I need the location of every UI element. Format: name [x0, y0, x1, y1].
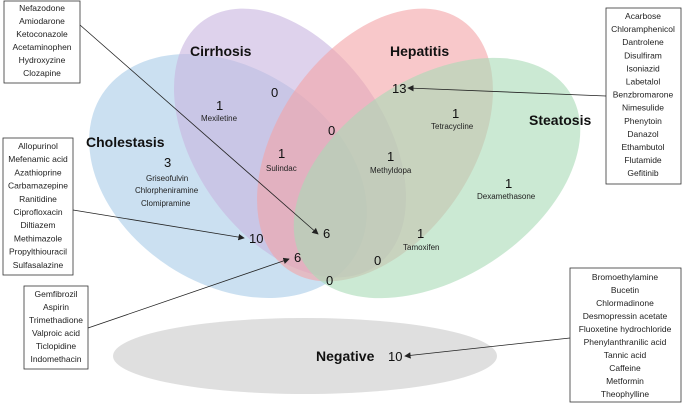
box-item-chol-hep-2: Azathioprine	[14, 167, 62, 177]
drug-cirr-chol-0: Mexiletine	[201, 114, 238, 123]
arrow-all-four	[79, 24, 319, 235]
box-item-chol-hep-9: Sulfasalazine	[13, 260, 64, 270]
negative-ellipse	[113, 318, 497, 394]
count-all-four: 6	[323, 226, 330, 241]
arrow-chol-hep	[72, 209, 245, 241]
count-cirr-ste: 0	[326, 273, 333, 288]
drug-cirr-hep-ste-0: Methyldopa	[370, 166, 412, 175]
box-item-hepatitis-only-3: Disulfiram	[624, 50, 662, 60]
box-hepatitis-only: AcarboseChloramphenicolDantroleneDisulfi…	[605, 7, 682, 185]
box-item-hepatitis-only-9: Danazol	[627, 129, 658, 139]
count-cirr-hep: 0	[328, 123, 335, 138]
set-label-steatosis: Steatosis	[529, 112, 591, 128]
box-item-all-four-2: Ketoconazole	[16, 29, 68, 39]
box-item-chol-hep-0: Allopurinol	[18, 141, 58, 151]
box-item-chol-ste-2: Trimethadione	[29, 315, 83, 325]
count-cholestasis-only: 3	[164, 155, 171, 170]
box-item-all-four-1: Amiodarone	[19, 16, 65, 26]
set-label-negative: Negative	[316, 348, 375, 364]
box-item-hepatitis-only-4: Isoniazid	[626, 63, 660, 73]
count-cirr-chol-hep: 1	[278, 146, 285, 161]
box-item-chol-hep-8: Propylthiouracil	[9, 247, 67, 257]
box-item-all-four-4: Hydroxyzine	[19, 55, 66, 65]
count-cirr-chol: 1	[216, 98, 223, 113]
box-item-chol-hep-3: Carbamazepine	[8, 181, 68, 191]
box-item-chol-hep-4: Ranitidine	[19, 194, 57, 204]
box-item-negative-1: Bucetin	[611, 285, 640, 295]
count-negative: 10	[388, 349, 402, 364]
count-hepatitis-only: 13	[392, 81, 406, 96]
box-item-chol-hep-5: Ciprofloxacin	[13, 207, 62, 217]
box-item-chol-ste-5: Indomethacin	[30, 354, 81, 364]
box-item-negative-0: Bromoethylamine	[592, 272, 658, 282]
box-item-hepatitis-only-10: Ethambutol	[622, 142, 665, 152]
drug-hep-ste-0: Tetracycline	[431, 122, 474, 131]
box-all-four: NefazodoneAmiodaroneKetoconazoleAcetamin…	[3, 0, 81, 84]
arrow-hepatitis-only	[407, 85, 607, 97]
count-steatosis-only: 1	[505, 176, 512, 191]
drug-ste-only-0: Dexamethasone	[477, 192, 536, 201]
drug-chol-only-0: Griseofulvin	[146, 174, 188, 183]
box-item-negative-6: Tannic acid	[604, 350, 647, 360]
box-item-negative-2: Chlormadinone	[596, 298, 654, 308]
box-item-chol-ste-3: Valproic acid	[32, 328, 80, 338]
count-chol-ste: 6	[294, 250, 301, 265]
count-chol-hep: 10	[249, 231, 263, 246]
drug-cirr-chol-hep-0: Sulindac	[266, 164, 297, 173]
arrow-negative	[404, 337, 571, 359]
box-item-negative-3: Desmopressin acetate	[583, 311, 668, 321]
box-item-negative-8: Metformin	[606, 376, 644, 386]
box-item-negative-9: Theophylline	[601, 389, 649, 399]
box-item-all-four-0: Nefazodone	[19, 3, 65, 13]
box-item-hepatitis-only-8: Phenytoin	[624, 116, 662, 126]
count-cirr-hep-ste: 1	[387, 149, 394, 164]
box-item-hepatitis-only-11: Flutamide	[624, 155, 662, 165]
box-item-all-four-5: Clozapine	[23, 68, 61, 78]
count-hep-ste: 1	[452, 106, 459, 121]
box-item-hepatitis-only-5: Labetalol	[626, 77, 661, 87]
box-item-negative-5: Phenylanthranilic acid	[584, 337, 667, 347]
box-item-chol-ste-4: Ticlopidine	[36, 341, 77, 351]
box-item-chol-hep-6: Diltiazem	[21, 220, 56, 230]
box-item-all-four-3: Acetaminophen	[12, 42, 71, 52]
box-negative: BromoethylamineBucetinChlormadinoneDesmo…	[569, 267, 682, 403]
arrow-chol-ste	[87, 257, 290, 329]
drug-chol-hep-ste-0: Tamoxifen	[403, 243, 439, 252]
count-chol-hep-ste: 1	[417, 226, 424, 241]
box-item-hepatitis-only-2: Dantrolene	[622, 37, 664, 47]
box-item-negative-4: Fluoxetine hydrochloride	[579, 324, 672, 334]
box-item-hepatitis-only-1: Chloramphenicol	[611, 24, 675, 34]
box-item-negative-7: Caffeine	[609, 363, 641, 373]
box-item-chol-ste-0: Gemfibrozil	[35, 289, 78, 299]
set-label-cholestasis: Cholestasis	[86, 134, 165, 150]
set-label-cirrhosis: Cirrhosis	[190, 43, 252, 59]
drug-chol-only-1: Chlorpheniramine	[135, 186, 199, 195]
count-cirrhosis-only: 0	[271, 85, 278, 100]
box-item-hepatitis-only-0: Acarbose	[625, 11, 661, 21]
drug-chol-only-2: Clomipramine	[141, 199, 191, 208]
box-item-chol-hep-7: Methimazole	[14, 233, 62, 243]
count-cirr-chol-ste: 0	[374, 253, 381, 268]
box-item-chol-ste-1: Aspirin	[43, 302, 69, 312]
box-item-chol-hep-1: Mefenamic acid	[8, 154, 68, 164]
set-label-hepatitis: Hepatitis	[390, 43, 449, 59]
box-item-hepatitis-only-6: Benzbromarone	[613, 90, 674, 100]
box-chol-ste: GemfibrozilAspirinTrimethadioneValproic …	[23, 285, 89, 370]
steatosis-ellipse	[293, 57, 581, 299]
box-item-hepatitis-only-12: Gefitinib	[627, 168, 658, 178]
box-item-hepatitis-only-7: Nimesulide	[622, 103, 664, 113]
